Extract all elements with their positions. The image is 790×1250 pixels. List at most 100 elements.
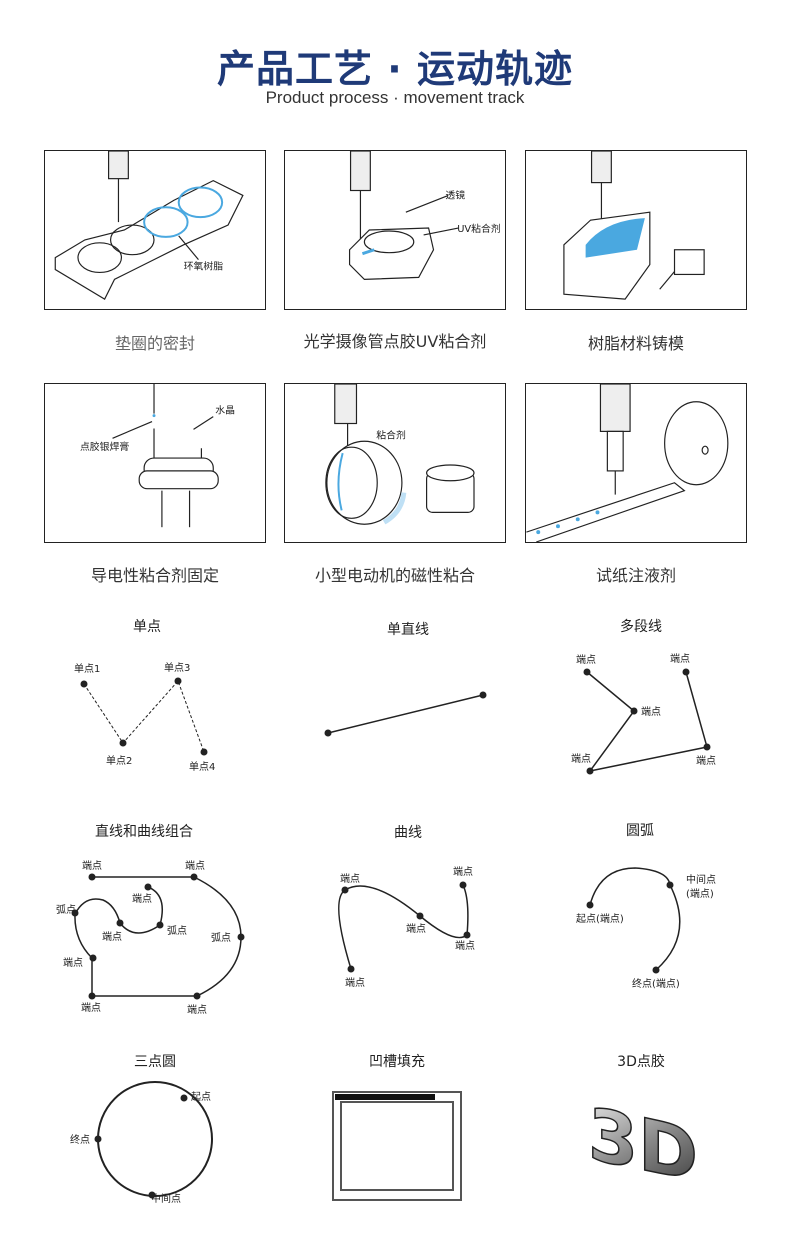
label-line: 单直线: [387, 622, 429, 638]
track-point-label: 中间点: [151, 1192, 181, 1205]
label-single-point: 单点: [133, 619, 161, 635]
caption-motor: 小型电动机的磁性粘合: [314, 566, 475, 585]
arc-path: [589, 867, 681, 971]
point-label: 单点4: [189, 761, 215, 773]
single-point-diagram: [83, 680, 205, 753]
track-point-label: 端点: [345, 976, 365, 989]
track-point-marker: [666, 881, 674, 889]
label-3d: 3D点胶: [617, 1054, 665, 1070]
track-point-marker: [190, 873, 198, 881]
callout-epoxy: 环氧树脂: [184, 260, 224, 273]
track-point-label: (端点): [686, 887, 714, 900]
caption-resin: 树脂材料铸模: [587, 334, 684, 353]
track-point-label: 端点: [571, 752, 591, 765]
track-point-label: 端点: [82, 859, 102, 872]
track-point-marker: [200, 748, 208, 756]
point-label: 单点1: [74, 663, 100, 675]
callout-uv: UV粘合剂: [457, 222, 501, 235]
track-point-marker: [88, 873, 96, 881]
track-point-label: 起点(端点): [576, 912, 624, 925]
3d-logo: 3D: [587, 1091, 698, 1200]
track-point-marker: [586, 901, 594, 909]
track-point-label: 中间点: [686, 873, 716, 886]
track-point-marker: [416, 912, 424, 920]
track-point-marker: [94, 1135, 102, 1143]
label-arc: 圆弧: [626, 823, 654, 839]
track-point-marker: [682, 668, 690, 676]
caption-gasket: 垫圈的密封: [114, 334, 195, 353]
track-point-label: 弧点: [167, 924, 187, 937]
resin-casting-illustration: [525, 150, 747, 310]
test-strip-illustration: [525, 383, 747, 543]
track-point-label: 端点: [455, 939, 475, 952]
callout-crystal: 水晶: [215, 405, 235, 417]
straight-line: [327, 694, 484, 734]
track-point-marker: [479, 691, 487, 699]
track-point-label: 3D: [588, 1092, 698, 1199]
track-point-label: 端点: [670, 652, 690, 665]
track-point-marker: [652, 966, 660, 974]
label-curve: 曲线: [394, 825, 422, 841]
caption-uv: 光学摄像管点胶UV粘合剂: [303, 332, 487, 351]
track-point-marker: [148, 1191, 156, 1199]
track-point-marker: [193, 992, 201, 1000]
track-point-marker: [144, 883, 152, 891]
track-point-label: 端点: [453, 865, 473, 878]
callout-lens: 透镜: [445, 188, 465, 201]
track-point-marker: [156, 921, 164, 929]
label-combo: 直线和曲线组合: [95, 824, 193, 840]
track-point-marker: [583, 668, 591, 676]
track-point-label: 弧点: [56, 903, 76, 916]
track-point-label: 端点: [63, 956, 83, 969]
label-circle: 三点圆: [134, 1054, 176, 1070]
track-point-marker: [116, 919, 124, 927]
track-point-marker: [463, 931, 471, 939]
track-point-label: 端点: [696, 754, 716, 767]
track-point-marker: [119, 739, 127, 747]
track-point-marker: [88, 992, 96, 1000]
polyline-path: [586, 671, 708, 773]
single-point-marks: [80, 677, 208, 756]
motor-magnet-illustration: 粘合剂: [284, 383, 506, 543]
track-point-label: 端点: [81, 1001, 101, 1014]
track-point-marker: [630, 707, 638, 715]
track-point-label: 端点: [187, 1003, 207, 1016]
label-groove: 凹槽填充: [369, 1054, 425, 1070]
track-point-marker: [237, 933, 245, 941]
track-point-label: 端点: [185, 859, 205, 872]
track-point-marker: [459, 881, 467, 889]
track-point-marker: [703, 743, 711, 751]
point-label: 单点2: [106, 755, 132, 767]
track-point-marker: [89, 954, 97, 962]
track-point-label: 端点: [132, 892, 152, 905]
track-point-label: 弧点: [211, 931, 231, 944]
track-point-label: 端点: [576, 653, 596, 666]
caption-conductive: 导电性粘合剂固定: [90, 566, 219, 585]
conductive-adhesive-illustration: 点胶银焊膏 水晶: [44, 383, 266, 543]
track-point-label: 终点: [70, 1133, 90, 1146]
track-point-marker: [347, 965, 355, 973]
track-point-marker: [71, 909, 79, 917]
combo-path: [74, 876, 242, 997]
track-point-label: 终点(端点): [632, 977, 680, 990]
gasket-sealing-illustration: 环氧树脂: [44, 150, 266, 310]
track-point-marker: [80, 680, 88, 688]
track-point-marker: [174, 677, 182, 685]
label-polyline: 多段线: [620, 619, 662, 635]
curve-path: [338, 884, 469, 970]
three-point-circle: [97, 1081, 213, 1197]
page-subtitle: Product process · movement track: [265, 88, 525, 107]
track-point-marker: [180, 1094, 188, 1102]
callout-silver-paste: 点胶银焊膏: [80, 440, 129, 453]
groove-fill-diagram: [332, 1091, 462, 1201]
track-point-label: 端点: [641, 705, 661, 718]
track-point-label: 端点: [406, 922, 426, 935]
caption-strip: 试纸注液剂: [595, 566, 676, 585]
page-title: 产品工艺 · 运动轨迹: [217, 47, 573, 91]
track-point-marker: [586, 767, 594, 775]
callout-adhesive: 粘合剂: [376, 428, 406, 441]
uv-lens-illustration: 透镜 UV粘合剂: [284, 150, 506, 310]
point-label: 单点3: [164, 662, 190, 674]
track-point-marker: [341, 886, 349, 894]
track-point-label: 端点: [102, 930, 122, 943]
